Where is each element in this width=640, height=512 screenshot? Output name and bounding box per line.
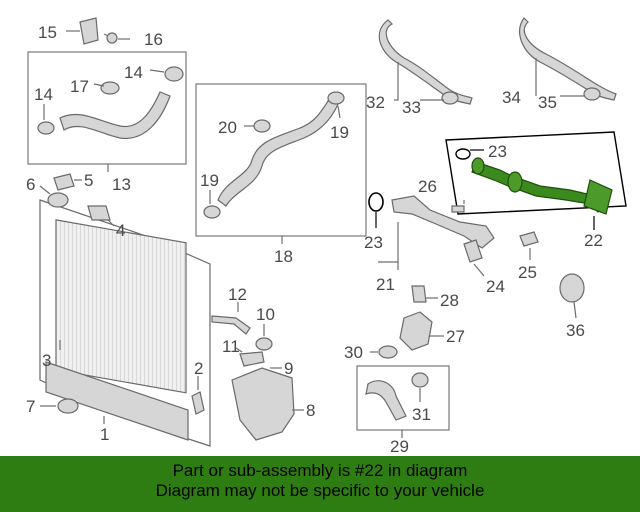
callout-28: 28 bbox=[440, 291, 459, 310]
clamp-35 bbox=[583, 87, 601, 101]
callout-16: 16 bbox=[144, 30, 163, 49]
sensor-28 bbox=[411, 285, 427, 303]
thermostat-36 bbox=[559, 273, 585, 303]
group-box-18 bbox=[195, 83, 367, 237]
callout-35: 35 bbox=[538, 93, 557, 112]
callout-33: 33 bbox=[402, 98, 421, 117]
callout-10: 10 bbox=[256, 305, 275, 324]
cap-10 bbox=[255, 337, 273, 351]
callout-20: 20 bbox=[218, 118, 237, 137]
pipe-11 bbox=[239, 351, 265, 367]
callout-15: 15 bbox=[38, 23, 57, 42]
group-box-13 bbox=[27, 51, 187, 165]
hose-29 bbox=[365, 380, 407, 421]
drain-plug-2 bbox=[191, 391, 205, 415]
clamp-19-bottom bbox=[203, 205, 221, 219]
callout-4: 4 bbox=[116, 221, 125, 240]
clamp-14-right bbox=[164, 66, 184, 82]
banner-line-2: Diagram may not be specific to your vehi… bbox=[155, 481, 485, 500]
callout-26: 26 bbox=[418, 177, 437, 196]
radiator-core bbox=[55, 219, 187, 394]
callout-17: 17 bbox=[70, 77, 89, 96]
callout-30: 30 bbox=[344, 343, 363, 362]
group-box-22 bbox=[445, 131, 627, 215]
o-ring-23-left bbox=[368, 192, 384, 212]
callout-19-bottom: 19 bbox=[200, 171, 219, 190]
bracket-4 bbox=[87, 205, 111, 221]
clamp-19-top bbox=[327, 91, 345, 105]
callout-22: 22 bbox=[584, 231, 603, 250]
callout-34: 34 bbox=[502, 88, 521, 107]
clamp-30 bbox=[378, 345, 398, 359]
callout-27: 27 bbox=[446, 327, 465, 346]
callout-5: 5 bbox=[84, 171, 93, 190]
callout-24: 24 bbox=[486, 277, 505, 296]
callout-32: 32 bbox=[366, 93, 385, 112]
callout-25: 25 bbox=[518, 263, 537, 282]
callout-2: 2 bbox=[194, 359, 203, 378]
callout-3: 3 bbox=[42, 351, 51, 370]
water-pipe-22-inlet bbox=[471, 157, 485, 175]
cushion-7 bbox=[57, 398, 79, 414]
callout-31: 31 bbox=[412, 405, 431, 424]
clamp-20 bbox=[253, 119, 271, 133]
callout-6: 6 bbox=[26, 175, 35, 194]
bracket-15 bbox=[79, 17, 99, 45]
bolt-26 bbox=[451, 205, 465, 213]
hose-18 bbox=[217, 97, 339, 207]
banner-line-1: Part or sub-assembly is #22 in diagram bbox=[172, 461, 468, 480]
bolt-25 bbox=[519, 231, 539, 247]
o-ring-23-top bbox=[455, 148, 471, 160]
clamp-33 bbox=[441, 91, 459, 105]
callout-11: 11 bbox=[222, 337, 240, 356]
hose-13 bbox=[59, 91, 171, 139]
group-box-29 bbox=[356, 365, 450, 431]
diagram-canvas: 15 16 14 17 14 13 20 19 19 18 32 33 34 3… bbox=[26, 17, 627, 456]
bracket-5 bbox=[53, 173, 75, 191]
housing-27 bbox=[399, 311, 433, 351]
callout-19-top: 19 bbox=[330, 123, 349, 142]
callout-14-left: 14 bbox=[34, 85, 53, 104]
gasket-24 bbox=[463, 239, 483, 263]
callout-8: 8 bbox=[306, 401, 315, 420]
pipe-34 bbox=[519, 17, 617, 101]
clamp-31 bbox=[411, 372, 429, 388]
callout-13: 13 bbox=[112, 175, 131, 194]
callout-1: 1 bbox=[100, 425, 109, 444]
callout-36: 36 bbox=[566, 321, 585, 340]
hose-12 bbox=[211, 315, 251, 335]
water-pipe-22-flange bbox=[583, 179, 613, 215]
callout-23-top: 23 bbox=[488, 142, 507, 161]
reservoir-8 bbox=[231, 367, 295, 441]
callout-21: 21 bbox=[376, 275, 395, 294]
pipe-32 bbox=[378, 19, 473, 105]
callout-9: 9 bbox=[284, 359, 293, 378]
callout-7: 7 bbox=[26, 397, 35, 416]
callout-29: 29 bbox=[390, 437, 409, 456]
cap-6 bbox=[47, 192, 69, 208]
callout-23-left: 23 bbox=[364, 233, 383, 252]
callout-14-right: 14 bbox=[124, 63, 143, 82]
callout-18: 18 bbox=[274, 247, 293, 266]
info-banner: Part or sub-assembly is #22 in diagram D… bbox=[0, 456, 640, 512]
bolt-16 bbox=[106, 32, 118, 44]
pipe-21 bbox=[391, 195, 495, 249]
water-pipe-22-bracket bbox=[507, 171, 523, 193]
callout-12: 12 bbox=[228, 285, 247, 304]
clamp-17 bbox=[100, 81, 120, 95]
clamp-14-left bbox=[37, 121, 55, 135]
radiator-lower-tank-1 bbox=[45, 361, 189, 441]
